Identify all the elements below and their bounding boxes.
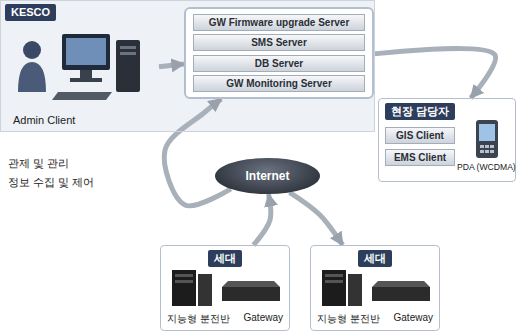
client-bar: GIS Client [385,127,455,144]
group-heading: 현장 담당자 [385,103,455,120]
device-label: 지능형 분전반 [167,312,230,326]
flow-arrow [374,49,496,98]
region-heading: KESCO [5,4,56,21]
household-box: 세대지능형 분전반 Gateway [160,245,290,331]
household-devices [172,270,430,306]
device-label: 지능형 분전반 [317,312,380,326]
admin-client-picture [18,34,140,100]
flow-arrow [253,194,270,245]
region-ground [0,0,375,132]
device-label: Gateway [244,312,283,323]
flow-arrow [290,192,343,245]
server-bar: DB Server [193,55,365,72]
kesco-region: KESCO Admin Client GW Firmware upgrade Ser… [0,0,375,132]
group-heading: 세대 [208,250,242,267]
server-bar: SMS Server [193,34,365,51]
household-box: 세대지능형 분전반 Gateway [310,245,440,331]
device-label: PDA (WCDMA) [457,162,515,172]
client-label: Admin Client [13,114,75,126]
server-box: GW Firmware upgrade ServerSMS Server DB S… [184,7,374,99]
note-text: 관제 및 관리 [8,156,69,171]
field-staff-box: 현장 담당자 GIS ClientEMS ClientPDA (WCDMA) [378,98,516,182]
admin-client: Admin Client [9,23,159,128]
note-text: 정보 수집 및 제어 [8,175,94,190]
pda-picture [476,120,498,158]
client-bar: EMS Client [385,149,455,166]
device-label: Gateway [394,312,433,323]
network-label: Internet [245,169,289,183]
group-heading: 세대 [358,250,392,267]
server-bar: GW Firmware upgrade Server [193,14,365,31]
internet-cloud: Internet [215,158,320,194]
flow-arrow [159,64,184,67]
flow-arrow [164,99,231,206]
server-bar: GW Monitoring Server [193,75,365,92]
